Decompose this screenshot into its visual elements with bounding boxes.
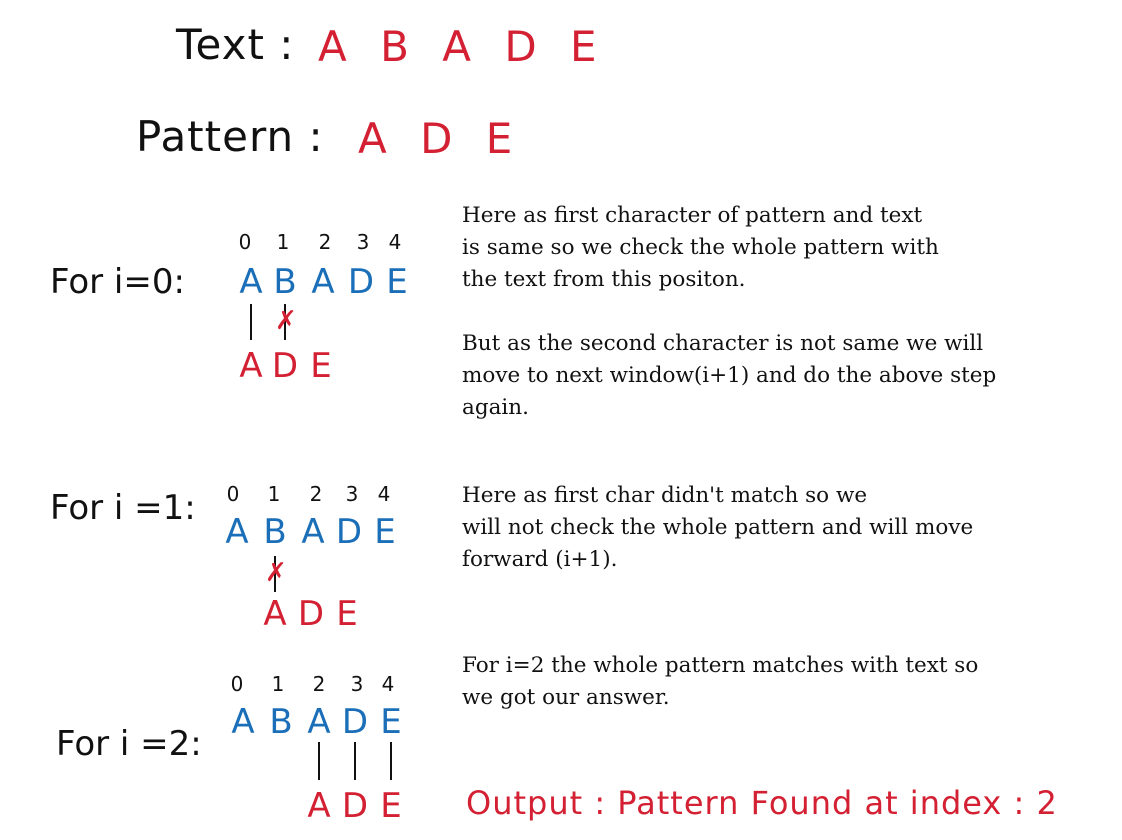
pattern-char: A <box>263 594 287 634</box>
text-char: B <box>273 262 297 302</box>
match-line <box>390 742 392 780</box>
pattern-char: D <box>341 786 369 826</box>
text-char: E <box>374 512 396 552</box>
mismatch-line <box>274 556 276 592</box>
pattern-char: A <box>307 786 331 826</box>
text-char: D <box>335 512 363 552</box>
mismatch-line <box>284 304 286 340</box>
index-label: 3 <box>345 482 359 506</box>
index-label: 4 <box>381 672 395 696</box>
output-result: Output : Pattern Found at index : 2 <box>466 784 1058 822</box>
text-char: E <box>386 262 408 302</box>
index-label: 2 <box>309 482 323 506</box>
step-label-i0: For i=0: <box>50 262 185 302</box>
text-label: Text : <box>176 20 295 69</box>
pattern-char: E <box>380 786 402 826</box>
index-label: 3 <box>356 230 370 254</box>
text-value: A B A D E <box>318 22 607 71</box>
pattern-char: A <box>239 346 263 386</box>
text-char: D <box>341 702 369 742</box>
index-label: 0 <box>230 672 244 696</box>
text-char: A <box>231 702 255 742</box>
index-label: 1 <box>271 672 285 696</box>
text-char: B <box>269 702 293 742</box>
text-char: A <box>301 512 325 552</box>
text-char: A <box>225 512 249 552</box>
pattern-char: E <box>336 594 358 634</box>
step-label-i1: For i =1: <box>50 488 196 528</box>
pattern-char: D <box>271 346 299 386</box>
mismatch-mark: ✗ <box>275 306 297 336</box>
text-char: A <box>239 262 263 302</box>
text-char: A <box>311 262 335 302</box>
match-line <box>354 742 356 780</box>
index-label: 3 <box>350 672 364 696</box>
mismatch-mark: ✗ <box>265 558 287 588</box>
index-label: 2 <box>318 230 332 254</box>
pattern-char: D <box>297 594 325 634</box>
text-char: E <box>380 702 402 742</box>
pattern-label: Pattern : <box>136 112 324 161</box>
step-explanation-i2: For i=2 the whole pattern matches with t… <box>462 653 979 710</box>
index-label: 1 <box>267 482 281 506</box>
index-label: 4 <box>377 482 391 506</box>
text-char: D <box>347 262 375 302</box>
index-label: 2 <box>312 672 326 696</box>
index-label: 4 <box>388 230 402 254</box>
text-char: A <box>307 702 331 742</box>
match-line <box>250 304 252 340</box>
index-label: 0 <box>238 230 252 254</box>
index-label: 1 <box>276 230 290 254</box>
pattern-value: A D E <box>358 114 523 163</box>
match-line <box>318 742 320 780</box>
step-explanation-i1: Here as first char didn't match so we wi… <box>462 483 974 572</box>
step-explanation-i0: Here as first character of pattern and t… <box>462 203 997 420</box>
text-char: B <box>263 512 287 552</box>
pattern-char: E <box>310 346 332 386</box>
step-label-i2: For i =2: <box>56 724 202 764</box>
index-label: 0 <box>226 482 240 506</box>
